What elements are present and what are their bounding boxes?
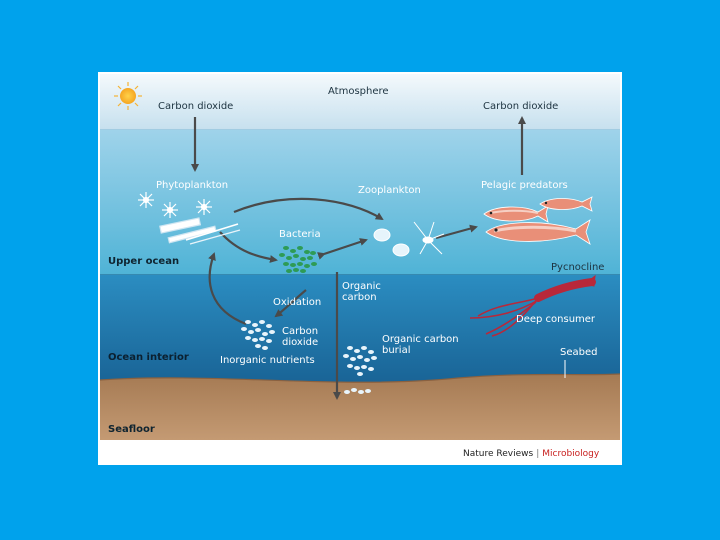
pycnocline-label: Pycnocline	[551, 262, 605, 273]
zooplankton-label: Zooplankton	[358, 185, 421, 196]
atmosphere-layer	[100, 74, 620, 130]
particle-cluster-icon	[241, 320, 377, 394]
zooplankton-icon	[373, 221, 445, 257]
seabed-label: Seabed	[560, 347, 598, 358]
phyto-to-bacteria-arrow	[219, 231, 278, 263]
oxidation-arrow	[274, 289, 307, 318]
atmosphere-label: Atmosphere	[328, 86, 389, 97]
credit-separator: |	[536, 449, 540, 459]
seafloor-label: Seafloor	[108, 424, 155, 435]
journal-section: Microbiology	[542, 449, 600, 459]
inorganic-nutrients-label: Inorganic nutrients	[220, 355, 315, 366]
bacteria-label: Bacteria	[279, 229, 321, 240]
ocean-scene	[99, 74, 621, 463]
organic-carbon-burial-label: Organic carbon burial	[382, 334, 459, 356]
bacteria-cluster-icon	[279, 246, 317, 273]
upper-ocean-label: Upper ocean	[108, 256, 180, 267]
journal-credit: Nature Reviews|Microbiology	[463, 449, 599, 459]
fish-icon	[483, 196, 593, 245]
phytoplankton-label: Phytoplankton	[156, 180, 229, 191]
squid-icon	[469, 274, 596, 337]
zoo-to-predators-arrow	[435, 224, 478, 240]
organic-carbon-label: Organic carbon	[342, 281, 381, 303]
carbon-cycle-figure: Atmosphere Carbon dioxide Carbon dioxide…	[98, 72, 622, 465]
journal-name: Nature Reviews	[463, 449, 534, 459]
nutrient-recycling-arrow	[208, 252, 247, 326]
ocean-interior-label: Ocean interior	[108, 352, 189, 363]
sun-icon	[114, 82, 142, 110]
phyto-to-zoo-arrow	[233, 197, 384, 221]
phytoplankton-icon	[138, 192, 241, 245]
deep-consumer-label: Deep consumer	[516, 314, 596, 325]
seabed-line	[99, 373, 621, 383]
carbon-dioxide-interior-label: Carbon dioxide	[282, 326, 319, 348]
pelagic-predators-label: Pelagic predators	[481, 180, 568, 191]
seafloor-layer	[100, 374, 620, 440]
bacteria-zoo-arrow	[317, 238, 368, 260]
co2-out-label: Carbon dioxide	[483, 101, 559, 112]
co2-in-label: Carbon dioxide	[158, 101, 234, 112]
oxidation-label: Oxidation	[273, 297, 322, 308]
